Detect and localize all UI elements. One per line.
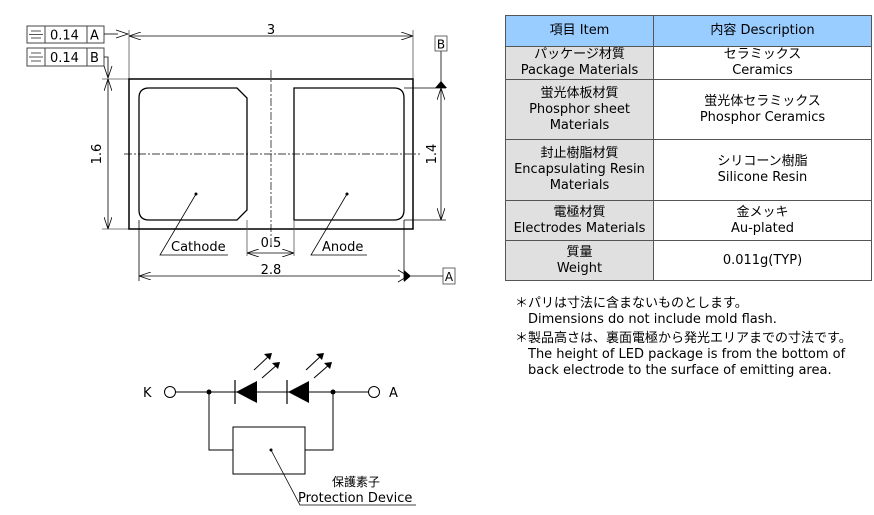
cathode-pad [138, 87, 248, 221]
led-diode-2 [286, 353, 332, 404]
cathode-callout: Cathode [159, 192, 228, 256]
tolerance-value: 0.14 [50, 29, 79, 44]
anode-callout: Anode [310, 192, 367, 256]
light-emission-arrows-icon [253, 353, 280, 379]
item-cell: 電極材質 Electrodes Materials [505, 200, 654, 241]
tolerance-datum: B [90, 51, 99, 66]
dimension-pad-span-label: 2.8 [261, 263, 282, 278]
description-cell: 蛍光体セラミックス Phosphor Ceramics [653, 79, 872, 140]
tolerance-frame-a: 0.14 A [26, 25, 105, 44]
dimension-pad-gap: 0.5 [246, 220, 295, 256]
equivalent-circuit: K A [143, 353, 416, 506]
column-header-description: 内容 Description [653, 15, 872, 47]
item-cell: 蛍光体板材質 Phosphor sheet Materials [505, 79, 654, 140]
datum-b: B [434, 35, 448, 88]
description-cell: 0.011g(TYP) [653, 240, 872, 281]
terminal-k-label: K [143, 386, 152, 401]
dimension-length: 3 [128, 23, 414, 80]
dimension-pad-gap-label: 0.5 [261, 236, 282, 251]
protection-label-en: Protection Device [298, 491, 412, 506]
terminal-a-label: A [389, 386, 398, 401]
symmetry-icon [29, 52, 43, 62]
description-cell: セラミックス Ceramics [653, 46, 872, 80]
item-cell: 封止樹脂材質 Encapsulating Resin Materials [505, 139, 654, 201]
led-diode-1 [234, 353, 280, 404]
table-row: 蛍光体板材質 Phosphor sheet Materials 蛍光体セラミック… [505, 79, 872, 140]
datum-a: A [404, 267, 456, 285]
tolerance-frame-b: 0.14 B [26, 47, 105, 67]
note-mold-flash: ＊パリは寸法に含まないものとします。 Dimensions do not inc… [515, 296, 777, 327]
dimension-width: 1.6 [90, 78, 129, 230]
symmetry-icon [29, 30, 43, 39]
table-row: 質量 Weight 0.011g(TYP) [505, 240, 872, 281]
column-header-item: 項目 Item [505, 15, 654, 47]
dimension-width-label: 1.6 [90, 144, 105, 165]
table-row: 封止樹脂材質 Encapsulating Resin Materials シリコ… [505, 139, 872, 201]
terminal-k [164, 386, 176, 398]
protection-label-jp: 保護素子 [332, 474, 380, 489]
anode-pad [293, 87, 405, 221]
tolerance-datum: A [90, 29, 99, 44]
dimension-pad-height-label: 1.4 [425, 144, 440, 165]
light-emission-arrows-icon [305, 353, 332, 379]
table-row: パッケージ材質 Package Materials セラミックス Ceramic… [505, 46, 872, 80]
item-cell: パッケージ材質 Package Materials [505, 46, 654, 80]
datum-a-label: A [445, 270, 454, 284]
table-header-row: 項目 Item 内容 Description [505, 15, 872, 47]
anode-label: Anode [322, 240, 363, 255]
dimension-length-label: 3 [267, 23, 275, 38]
materials-table: 項目 Item 内容 Description パッケージ材質 Package M… [505, 15, 872, 281]
item-cell: 質量 Weight [505, 240, 654, 281]
datum-b-label: B [437, 38, 445, 52]
description-cell: シリコーン樹脂 Silicone Resin [653, 139, 872, 201]
terminal-a [368, 386, 380, 398]
notes: ＊パリは寸法に含まないものとします。 Dimensions do not inc… [515, 296, 852, 382]
table-row: 電極材質 Electrodes Materials 金メッキ Au-plated [505, 200, 872, 241]
cathode-label: Cathode [171, 240, 226, 255]
description-cell: 金メッキ Au-plated [653, 200, 872, 241]
note-package-height: ＊製品高さは、裏面電極から発光エリアまでの寸法です。 The height of… [515, 331, 852, 378]
protection-device [232, 426, 306, 475]
tolerance-value: 0.14 [50, 51, 79, 66]
